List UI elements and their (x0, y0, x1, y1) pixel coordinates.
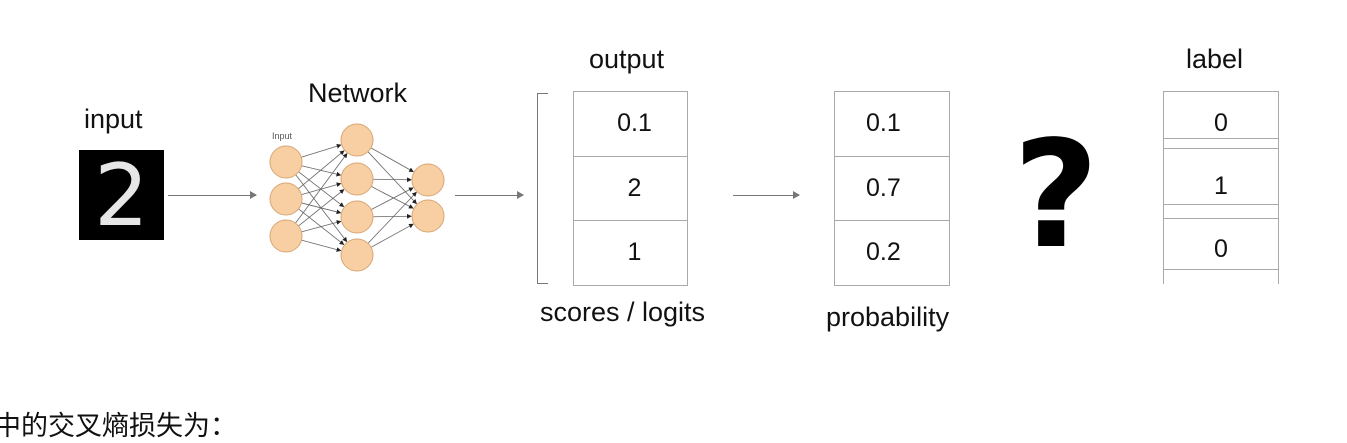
network-neuron (411, 199, 445, 233)
neural-network-diagram (269, 123, 445, 272)
network-connection (298, 189, 345, 227)
mnist-digit-image: 2 (79, 150, 164, 240)
label-divider (1164, 148, 1278, 149)
label-value: 1 (1214, 172, 1228, 200)
footer-text: 中的交叉熵损失为： (0, 411, 237, 442)
network-connection (298, 150, 345, 190)
input-label: input (84, 104, 143, 134)
network-neuron (269, 145, 303, 179)
network-input-layer-label: Input (272, 131, 293, 141)
network-neuron (269, 219, 303, 253)
network-connection (372, 177, 412, 183)
probability-label: probability (826, 302, 950, 332)
network-connection (370, 147, 414, 173)
network-connection (367, 191, 417, 244)
scores-logits-label: scores / logits (540, 297, 706, 327)
score-cell: 2 (574, 156, 687, 219)
network-connection (370, 223, 414, 248)
network-neuron (411, 163, 445, 197)
label-vector: 0 1 0 (1163, 91, 1279, 284)
arrow-network-to-scores (455, 191, 524, 199)
arrow-scores-to-probability (733, 191, 800, 199)
network-connection (295, 153, 348, 224)
network-neuron (269, 182, 303, 216)
network-neuron (340, 238, 374, 272)
score-cell: 1 (574, 220, 687, 283)
scores-bracket (537, 93, 548, 284)
label-divider (1164, 138, 1278, 139)
score-cell: 0.1 (617, 109, 652, 137)
network-connection (301, 239, 342, 252)
network-connection (371, 186, 414, 209)
network-label: Network (308, 78, 408, 108)
digit-glyph: 2 (94, 150, 149, 240)
label-heading: label (1186, 44, 1244, 74)
output-label: output (589, 44, 665, 74)
scores-vector: 0.1 2 1 (573, 91, 688, 286)
label-divider (1164, 204, 1278, 205)
label-divider (1164, 218, 1278, 219)
network-connection (367, 151, 417, 205)
label-divider (1164, 269, 1278, 270)
question-mark-icon: ? (1013, 109, 1099, 281)
label-divider (1164, 91, 1278, 92)
probability-cell: 0.7 (835, 156, 949, 219)
probability-cell: 0.2 (835, 220, 949, 283)
network-connection (372, 213, 412, 219)
label-value: 0 (1214, 235, 1228, 263)
probability-vector: 0.1 0.7 0.2 (834, 91, 950, 286)
probability-cell: 0.1 (866, 109, 901, 137)
network-neuron (340, 123, 374, 157)
arrow-input-to-network (168, 191, 257, 199)
label-value: 0 (1214, 109, 1228, 137)
network-neuron (340, 162, 374, 196)
network-connection (301, 220, 342, 233)
network-neuron (340, 200, 374, 234)
network-connection (371, 187, 414, 210)
network-connection (301, 143, 342, 158)
